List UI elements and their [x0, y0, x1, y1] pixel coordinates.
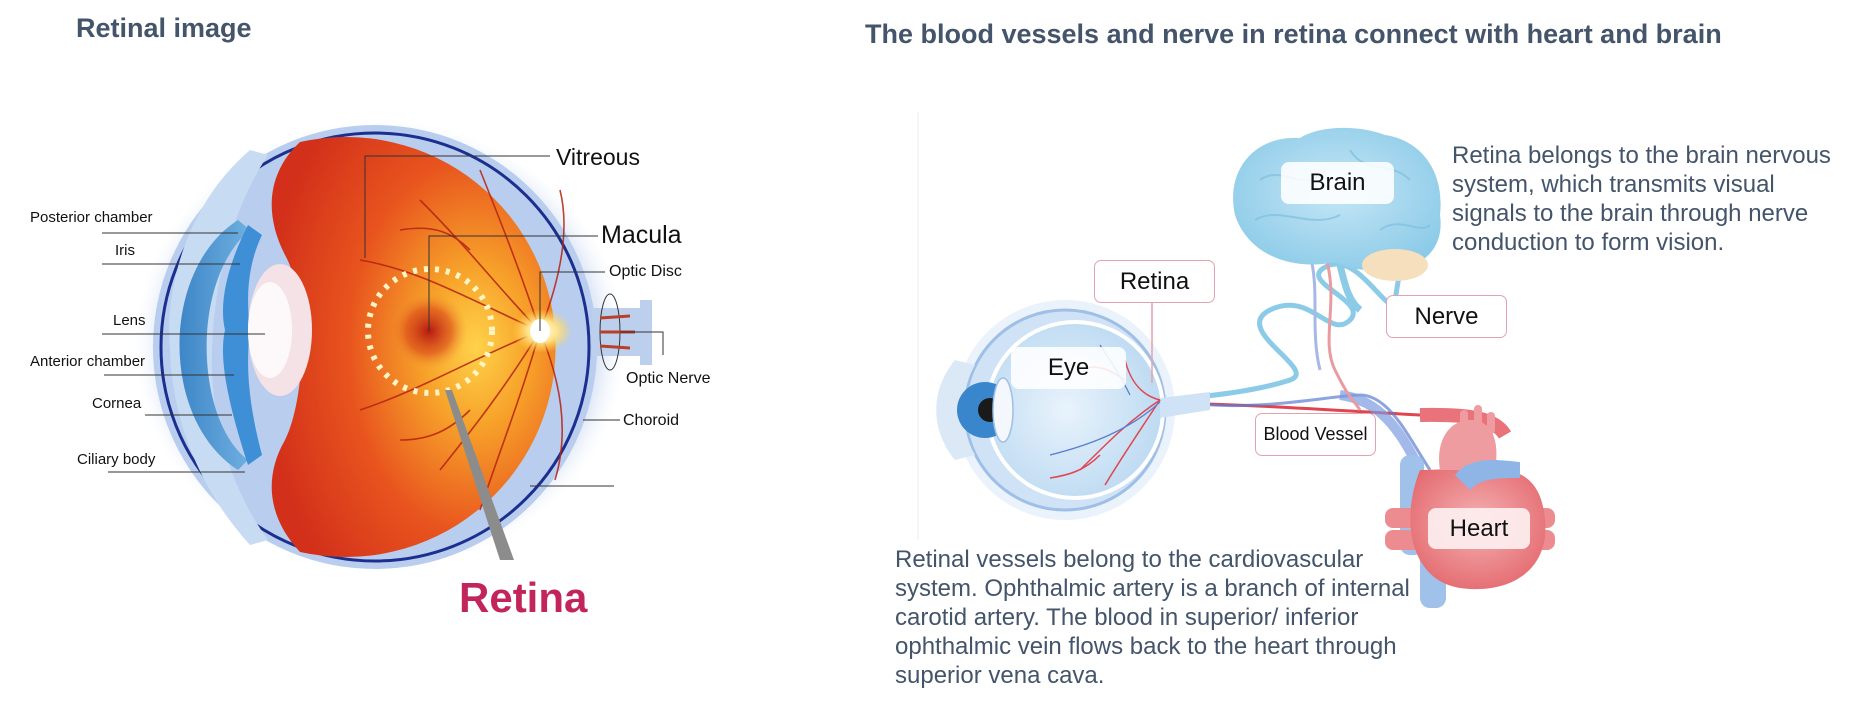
label-anterior-chamber: Anterior chamber	[30, 353, 146, 370]
left-panel-title: Retinal image	[76, 13, 252, 43]
vessel-description-line: Retinal vessels belong to the cardiovasc…	[895, 546, 1364, 573]
eye-illustration	[936, 300, 1210, 520]
vessel-description: Retinal vessels belong to the cardiovasc…	[895, 545, 1410, 690]
vessel-description-line: carotid artery. The blood in superior/ i…	[895, 604, 1359, 631]
brain-description-line: system, which transmits visual	[1452, 171, 1775, 198]
label-retina: Retina	[1094, 260, 1215, 303]
brain-illustration	[1233, 127, 1441, 313]
vessel-description-line: ophthalmic vein flows back to the heart …	[895, 633, 1397, 660]
label-iris: Iris	[115, 242, 135, 259]
label-optic-disc: Optic Disc	[609, 263, 682, 280]
label-choroid: Choroid	[623, 412, 680, 429]
vessel-description-line: system. Ophthalmic artery is a branch of…	[895, 575, 1410, 602]
label-macula: Macula	[601, 221, 682, 249]
label-blood-vessel: Blood Vessel	[1255, 413, 1376, 456]
label-cornea: Cornea	[92, 395, 142, 412]
brain-description-line: conduction to form vision.	[1452, 229, 1725, 256]
label-vitreous: Vitreous	[556, 144, 640, 170]
retina-pointer	[445, 390, 514, 560]
vessel-description-line: superior vena cava.	[895, 662, 1105, 689]
retina-highlight-label: Retina	[459, 574, 588, 621]
brain-description-line: Retina belongs to the brain nervous	[1452, 142, 1831, 169]
brain-description: Retina belongs to the brain nervous syst…	[1452, 141, 1831, 257]
retinal-vessels	[359, 169, 565, 511]
right-panel-title: The blood vessels and nerve in retina co…	[865, 19, 1722, 49]
label-lens: Lens	[113, 312, 146, 329]
heart-illustration	[1385, 405, 1555, 608]
eyeball-diagram	[135, 120, 652, 570]
leader-lines	[102, 155, 664, 487]
label-ciliary-body: Ciliary body	[77, 451, 156, 468]
label-posterior-chamber: Posterior chamber	[30, 209, 153, 226]
label-brain: Brain	[1281, 162, 1394, 204]
label-nerve: Nerve	[1386, 295, 1507, 338]
label-optic-nerve: Optic Nerve	[626, 370, 711, 387]
brain-description-line: signals to the brain through nerve	[1452, 200, 1809, 227]
label-eye: Eye	[1011, 347, 1126, 389]
label-heart: Heart	[1428, 508, 1530, 549]
